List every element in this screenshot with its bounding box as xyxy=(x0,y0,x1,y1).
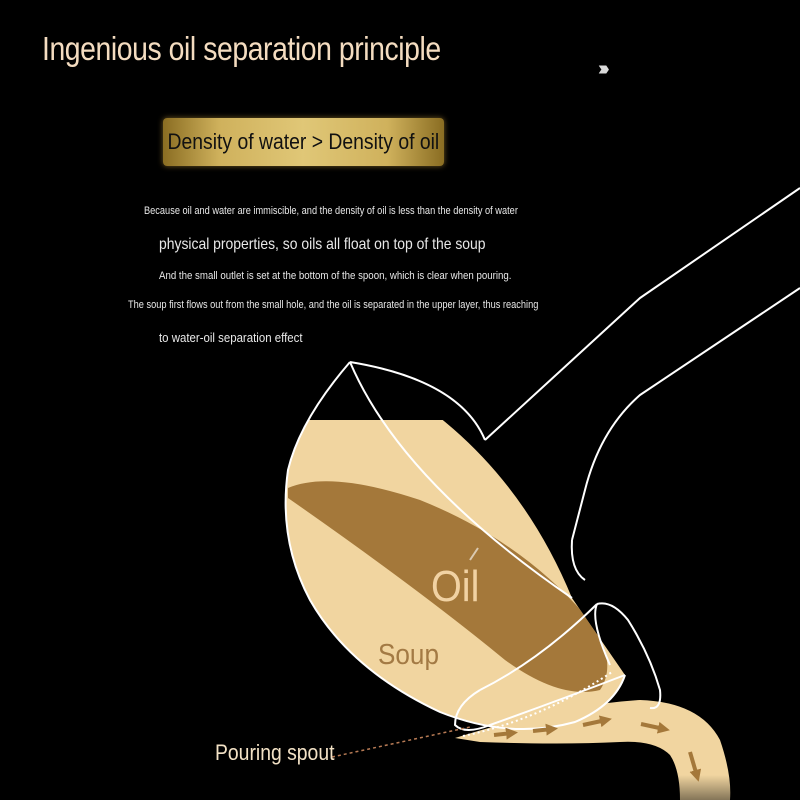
chevrons-icon: ›››› xyxy=(598,58,609,80)
description-line-2: physical properties, so oils all float o… xyxy=(159,236,486,253)
description-line-4: The soup first flows out from the small … xyxy=(128,299,539,311)
oil-layer xyxy=(288,481,608,692)
pouring-spout-label: Pouring spout xyxy=(215,740,335,765)
soup-label: Soup xyxy=(378,639,439,671)
oil-label: Oil xyxy=(431,562,480,611)
ladle-outline xyxy=(284,187,800,731)
oil-glint xyxy=(469,547,479,561)
spout-pointer-line xyxy=(331,726,471,758)
density-badge: Density of water > Density of oil xyxy=(163,118,444,166)
flow-arrows xyxy=(493,715,702,782)
density-badge-text: Density of water > Density of oil xyxy=(167,129,440,154)
description-line-1: Because oil and water are immiscible, an… xyxy=(144,205,518,217)
description-line-5: to water-oil separation effect xyxy=(159,330,303,345)
page-title: Ingenious oil separation principle xyxy=(42,30,441,67)
description-line-3: And the small outlet is set at the botto… xyxy=(159,270,512,282)
